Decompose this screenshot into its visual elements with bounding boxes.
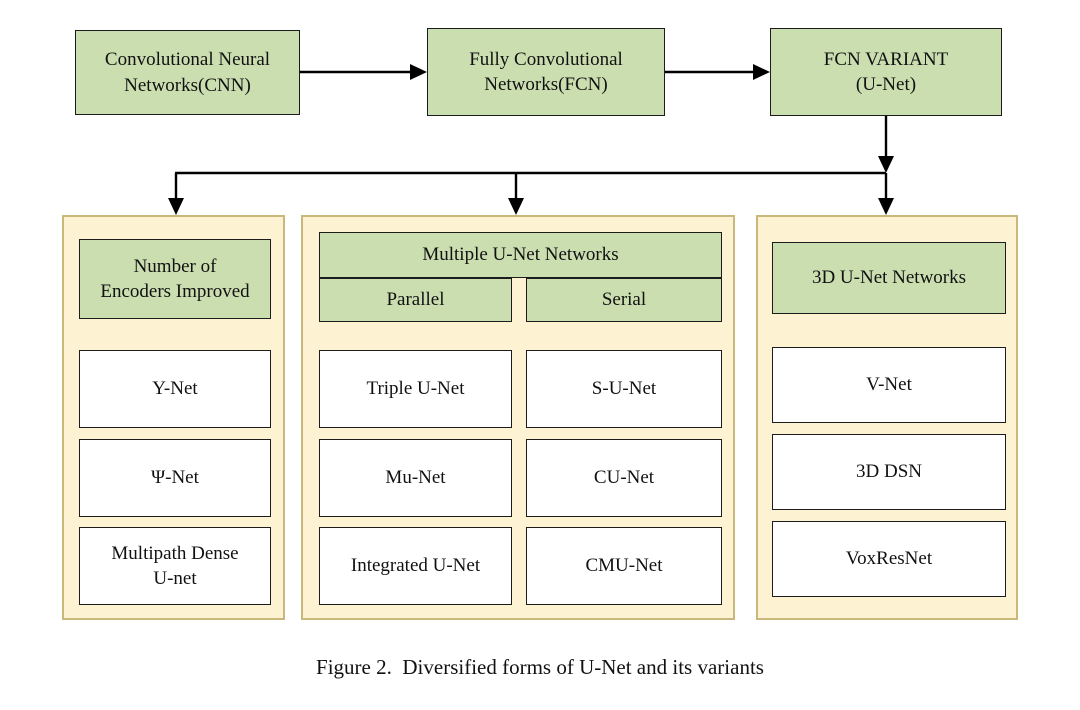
item-psi-net-label: Ψ-Net	[151, 467, 199, 489]
panel-header-multiple-u-net-label: Multiple U-Net Networks	[422, 244, 619, 266]
item-cu-net: CU-Net	[526, 439, 722, 517]
item-s-u-net-label: S-U-Net	[591, 378, 657, 400]
node-fcn-label: Fully Convolutional Networks(FCN)	[469, 48, 623, 95]
item-voxresnet-label: VoxResNet	[845, 548, 933, 570]
panel-header-number-of-encoders: Number of Encoders Improved	[79, 239, 271, 319]
node-fcn-variant-label: FCN VARIANT (U-Net)	[823, 48, 949, 95]
item-integrated-u-net-label: Integrated U-Net	[350, 555, 481, 577]
item-integrated-u-net: Integrated U-Net	[319, 527, 512, 605]
column-header-parallel: Parallel	[319, 278, 512, 322]
panel-number-of-encoders: Number of Encoders Improved Y-Net Ψ-Net …	[62, 215, 285, 620]
column-header-serial: Serial	[526, 278, 722, 322]
node-fcn-variant: FCN VARIANT (U-Net)	[770, 28, 1002, 116]
item-psi-net: Ψ-Net	[79, 439, 271, 517]
panel-header-3d-u-net-label: 3D U-Net Networks	[811, 267, 967, 289]
item-triple-u-net: Triple U-Net	[319, 350, 512, 428]
column-header-parallel-label: Parallel	[386, 289, 445, 311]
item-mu-net-label: Mu-Net	[385, 467, 446, 489]
item-multipath-dense-u-net-label: Multipath Dense U-net	[111, 542, 239, 589]
item-y-net-label: Y-Net	[152, 378, 198, 400]
item-voxresnet: VoxResNet	[772, 521, 1006, 597]
item-v-net: V-Net	[772, 347, 1006, 423]
item-mu-net: Mu-Net	[319, 439, 512, 517]
panel-header-multiple-u-net: Multiple U-Net Networks	[319, 232, 722, 278]
panel-header-3d-u-net: 3D U-Net Networks	[772, 242, 1006, 314]
item-v-net-label: V-Net	[866, 374, 912, 396]
panel-header-number-of-encoders-label: Number of Encoders Improved	[100, 255, 250, 302]
panel-multiple-u-net-networks: Multiple U-Net Networks Parallel Serial …	[301, 215, 735, 620]
panel-3d-u-net-networks: 3D U-Net Networks V-Net 3D DSN VoxResNet	[756, 215, 1018, 620]
column-header-serial-label: Serial	[601, 289, 647, 311]
node-cnn-label: Convolutional Neural Networks(CNN)	[104, 49, 271, 96]
item-y-net: Y-Net	[79, 350, 271, 428]
item-3d-dsn-label: 3D DSN	[856, 461, 922, 483]
node-cnn: Convolutional Neural Networks(CNN)	[75, 30, 300, 115]
item-triple-u-net-label: Triple U-Net	[366, 378, 465, 400]
node-fcn: Fully Convolutional Networks(FCN)	[427, 28, 665, 116]
item-s-u-net: S-U-Net	[526, 350, 722, 428]
item-3d-dsn: 3D DSN	[772, 434, 1006, 510]
item-multipath-dense-u-net: Multipath Dense U-net	[79, 527, 271, 605]
item-cu-net-label: CU-Net	[593, 467, 655, 489]
item-cmu-net: CMU-Net	[526, 527, 722, 605]
item-cmu-net-label: CMU-Net	[585, 555, 663, 577]
figure-caption: Figure 2. Diversified forms of U-Net and…	[316, 655, 764, 679]
